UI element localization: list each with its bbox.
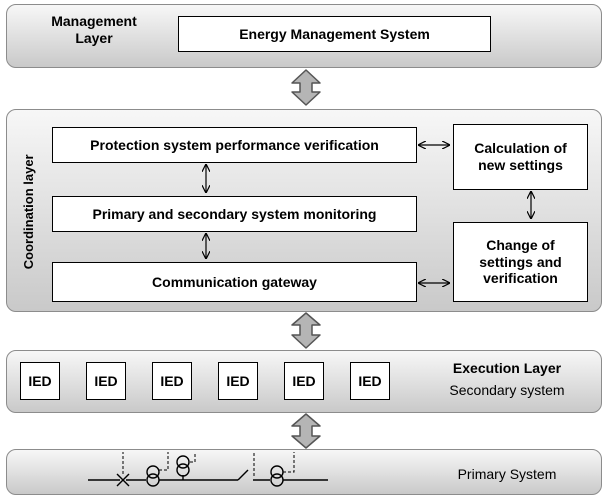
current-transformer-icon [270, 465, 284, 487]
gateway-box: Communication gateway [52, 262, 417, 302]
primary-system-label: Primary System [457, 466, 557, 482]
execution-layer: IED IED IED IED IED IED Execution Layer … [6, 350, 602, 413]
measurement-wiring [122, 452, 295, 476]
ied-box: IED [350, 362, 390, 400]
circuit-breaker-icon [116, 473, 130, 487]
current-transformer-icon [146, 465, 160, 487]
management-layer-label: Management Layer [51, 13, 137, 46]
ied-box: IED [20, 362, 60, 400]
execution-layer-subtitle: Secondary system [449, 382, 565, 398]
execution-layer-title: Execution Layer [452, 360, 562, 376]
ied-box: IED [86, 362, 126, 400]
voltage-transformer-icon [176, 455, 190, 480]
monitoring-box: Primary and secondary system monitoring [52, 196, 417, 232]
ied-box: IED [152, 362, 192, 400]
primary-system-layer: Primary System [6, 449, 602, 495]
double-arrow-icon [291, 312, 321, 349]
ied-box: IED [284, 362, 324, 400]
double-arrow-icon [291, 69, 321, 106]
calculation-box: Calculation of new settings [453, 124, 588, 190]
ied-box: IED [218, 362, 258, 400]
coordination-layer: Coordination layer Protection system per… [6, 109, 602, 312]
management-layer: Management Layer Energy Management Syste… [6, 4, 602, 68]
double-arrow-icon [291, 413, 321, 449]
verification-box: Protection system performance verificati… [52, 127, 417, 163]
energy-management-system-box: Energy Management System [178, 16, 491, 52]
change-box: Change of settings and verification [453, 222, 588, 302]
disconnector-icon [237, 469, 249, 481]
